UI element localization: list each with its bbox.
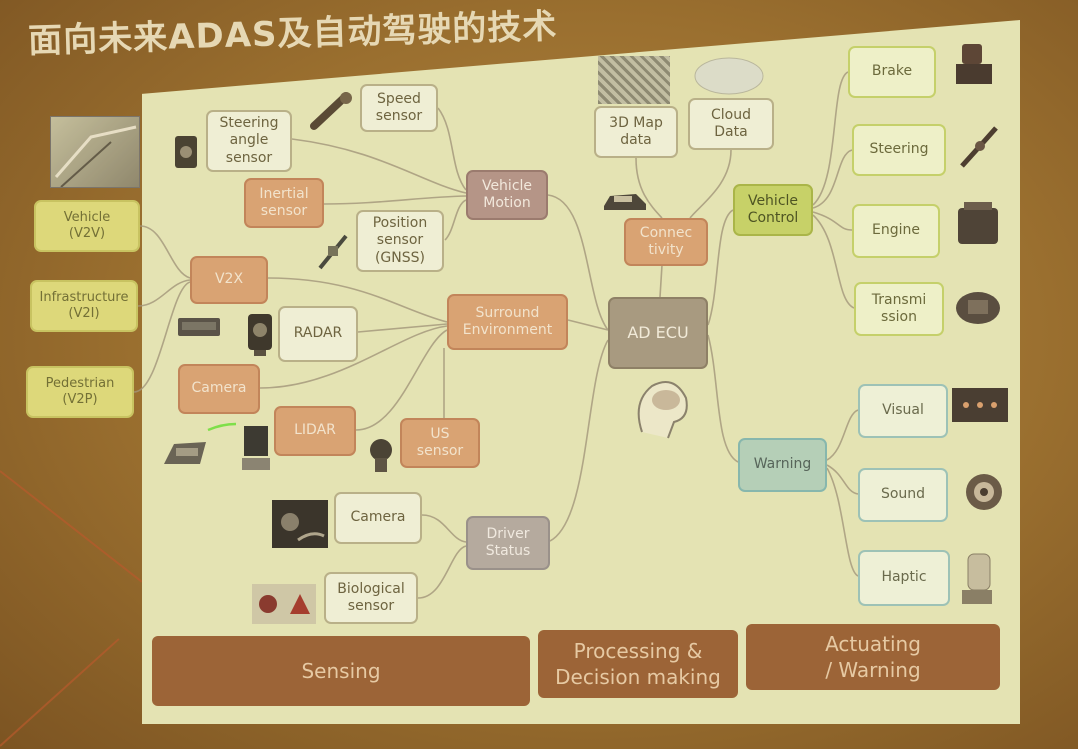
node-v2p: Pedestrian (V2P): [26, 366, 134, 418]
node-haptic: Haptic: [858, 550, 950, 606]
node-engine: Engine: [852, 204, 940, 258]
node-transmission: Transmi ssion: [854, 282, 944, 336]
driver-camera-icon: [272, 500, 328, 548]
node-camera-driver: Camera: [334, 492, 422, 544]
speaker-icon: [962, 470, 1006, 514]
node-driver-status: Driver Status: [466, 516, 550, 570]
display-icon: [952, 388, 1008, 422]
haptic-seat-icon: [954, 550, 1004, 612]
node-ad-ecu: AD ECU: [608, 297, 708, 369]
road-photo-icon: [50, 116, 140, 188]
node-vehicle-control: Vehicle Control: [733, 184, 813, 236]
biometric-sensor-icon: [252, 584, 316, 624]
steering-icon: [956, 122, 1002, 172]
node-warning: Warning: [738, 438, 827, 492]
node-3d-map-data: 3D Map data: [594, 106, 678, 158]
node-biological-sensor: Biological sensor: [324, 572, 418, 624]
radar-dish-icon: [244, 312, 276, 358]
node-inertial-sensor: Inertial sensor: [244, 178, 324, 228]
camera-sensor-icon: [172, 132, 200, 172]
car-icon: [600, 186, 650, 214]
engine-icon: [952, 198, 1004, 252]
highlight-stroke: [207, 422, 237, 432]
brake-icon: [952, 40, 998, 90]
node-visual: Visual: [858, 384, 948, 438]
node-us-sensor: US sensor: [400, 418, 480, 468]
node-radar: RADAR: [278, 306, 358, 362]
node-lidar: LIDAR: [274, 406, 356, 456]
cloud-icon: [692, 52, 766, 98]
node-cloud-data: Cloud Data: [688, 98, 774, 150]
lidar-scanner-icon: [238, 424, 274, 474]
node-camera-env: Camera: [178, 364, 260, 414]
footer-actuating: Actuating / Warning: [746, 624, 1000, 690]
speedometer-icon: [306, 90, 358, 130]
node-v2i: Infrastructure (V2I): [30, 280, 138, 332]
satellite-icon: [316, 232, 350, 272]
node-position-sensor: Position sensor (GNSS): [356, 210, 444, 272]
node-steering: Steering: [852, 124, 946, 176]
node-steering-angle-sensor: Steering angle sensor: [206, 110, 292, 172]
map-icon: [598, 56, 670, 104]
node-v2x: V2X: [190, 256, 268, 304]
radar-unit-icon: [176, 312, 222, 342]
node-surround-environment: Surround Environment: [447, 294, 568, 350]
footer-processing: Processing & Decision making: [538, 630, 738, 698]
node-brake: Brake: [848, 46, 936, 98]
footer-sensing: Sensing: [152, 636, 530, 706]
lidar-unit-icon: [160, 436, 210, 470]
node-speed-sensor: Speed sensor: [360, 84, 438, 132]
node-v2v: Vehicle (V2V): [34, 200, 140, 252]
ultrasonic-sensor-icon: [366, 436, 396, 476]
node-vehicle-motion: Vehicle Motion: [466, 170, 548, 220]
gearbox-icon: [952, 284, 1004, 330]
node-sound: Sound: [858, 468, 948, 522]
brain-icon: [628, 372, 692, 442]
node-connectivity: Connec tivity: [624, 218, 708, 266]
